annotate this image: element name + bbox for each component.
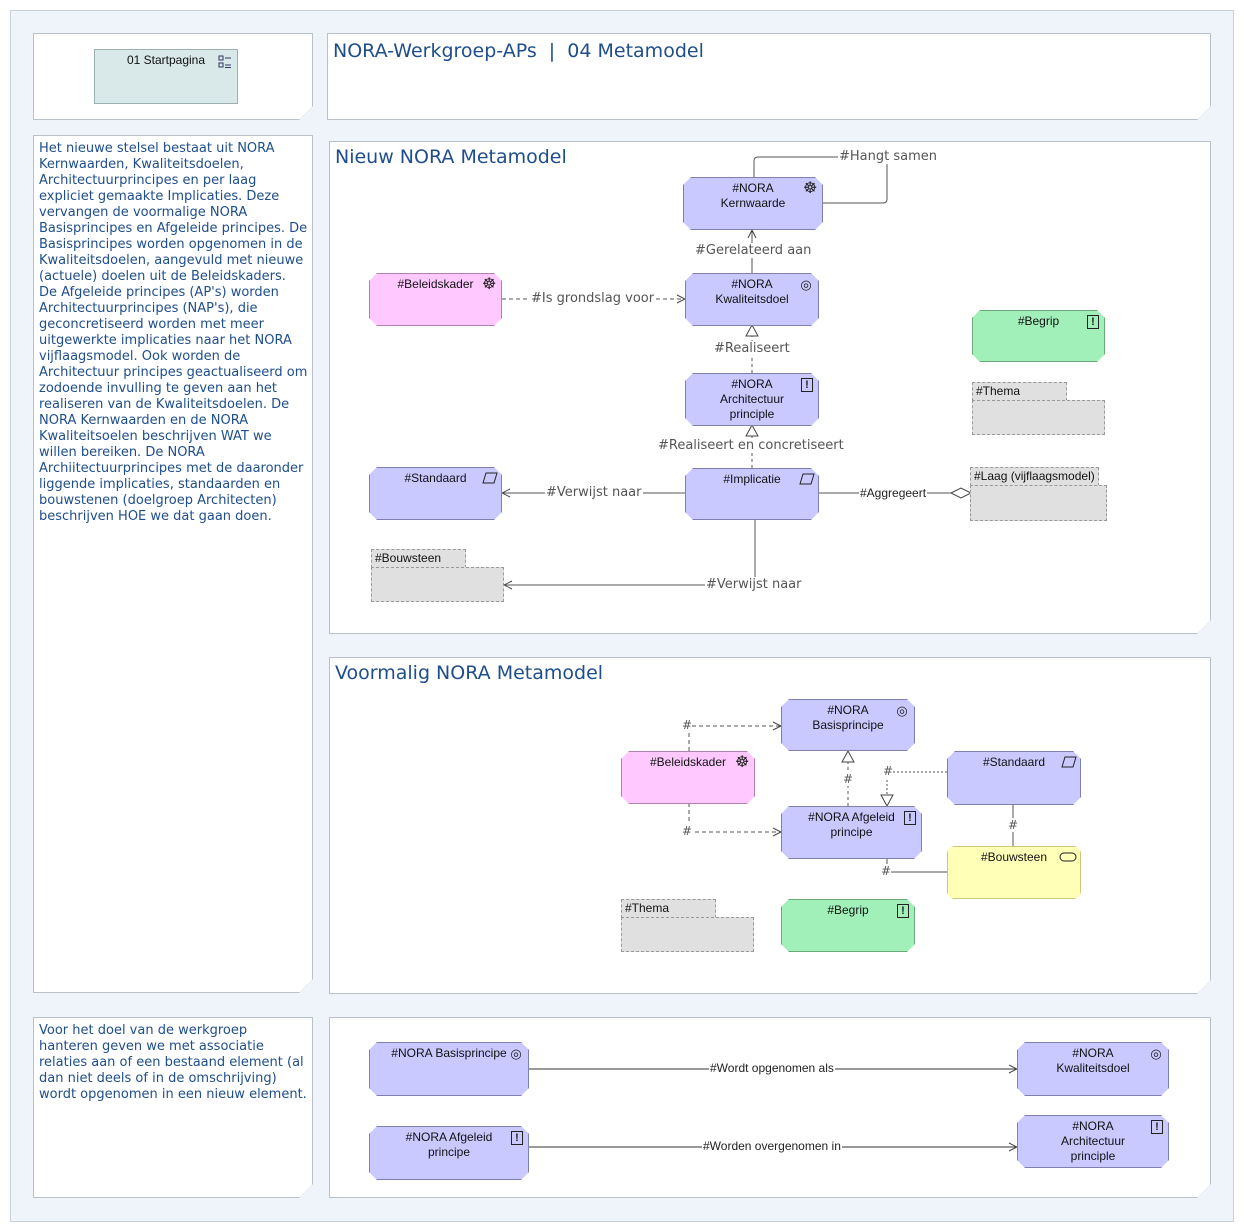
group-laag-tab[interactable]: #Laag (vijflaagsmodel): [970, 467, 1099, 486]
new-model-title: Nieuw NORA Metamodel: [335, 146, 567, 168]
wheel-icon: ☸: [803, 180, 818, 197]
intro-note-panel: Het nieuwe stelsel bestaat uit NORA Kern…: [33, 135, 313, 993]
exclamation-icon: !: [1087, 315, 1099, 329]
element-label: #NORA Kwaliteitsdoel: [715, 277, 789, 306]
label-hangt-samen: #Hangt samen: [838, 149, 938, 164]
old-element-begrip[interactable]: #Begrip !: [781, 899, 915, 952]
label-concretiseert: #Realiseert en concretiseert: [657, 438, 845, 453]
group-label: #Thema: [625, 901, 670, 915]
element-label: #Bouwsteen: [980, 850, 1048, 864]
old-model-title: Voormalig NORA Metamodel: [335, 662, 604, 684]
element-label: #NORA Architectuur principle: [719, 377, 785, 421]
label-grondslag: #Is grondslag voor: [530, 291, 656, 306]
exclamation-icon: !: [904, 811, 916, 825]
group-bouwsteen-tab[interactable]: #Bouwsteen: [371, 549, 466, 568]
old-rel-afgeleid-bouwsteen: [886, 858, 947, 873]
label-realiseert: #Realiseert: [713, 341, 791, 356]
element-label: #Begrip: [827, 903, 869, 917]
page-title: NORA-Werkgroep-APs | 04 Metamodel: [333, 40, 704, 62]
target-icon: ◎: [1150, 1046, 1162, 1061]
label-aggregeert: #Aggregeert: [859, 486, 928, 500]
parallelogram-icon: [799, 473, 813, 487]
element-label: #NORA Kwaliteitsdoel: [1056, 1046, 1130, 1075]
group-laag[interactable]: [970, 485, 1107, 521]
old-hash-6: #: [881, 864, 892, 878]
old-hash-4: #: [883, 764, 894, 778]
element-beleidskader[interactable]: #Beleidskader ☸: [369, 273, 502, 326]
diagram-canvas: 01 Startpagina NORA-Werkgroep-APs | 04 M…: [10, 10, 1234, 1222]
element-label: #Begrip: [1017, 314, 1060, 328]
old-rel-beleid-afgeleid: [688, 803, 781, 832]
label-verwijst-standaard: #Verwijst naar: [545, 485, 643, 500]
element-label: #Beleidskader: [397, 277, 474, 291]
exclamation-icon: !: [897, 904, 909, 918]
label-gerelateerd: #Gerelateerd aan: [694, 243, 813, 258]
label-verwijst-bouwsteen: #Verwijst naar: [705, 577, 803, 592]
old-rel-beleid-basis: [688, 726, 781, 751]
startpagina-label: 01 Startpagina: [126, 53, 206, 67]
exclamation-icon: !: [801, 378, 813, 392]
old-hash-1: #: [682, 718, 693, 732]
pill-icon: [1059, 851, 1077, 865]
old-element-standaard[interactable]: #Standaard: [947, 751, 1081, 805]
element-label: #NORA Kernwaarde: [720, 181, 786, 210]
old-group-thema[interactable]: [621, 917, 754, 952]
old-hash-2: #: [682, 824, 693, 838]
exclamation-icon: !: [1151, 1120, 1163, 1134]
target-icon: ◎: [510, 1046, 522, 1061]
old-rel-standaard-afgeleid: [886, 771, 947, 795]
parallelogram-icon: [482, 472, 496, 486]
target-icon: ◎: [800, 277, 812, 292]
old-hash-5: #: [1008, 818, 1019, 832]
old-element-bouwsteen[interactable]: #Bouwsteen: [947, 846, 1081, 899]
list-icon: [218, 55, 232, 69]
element-nora-kwaliteitsdoel[interactable]: #NORA Kwaliteitsdoel ◎: [685, 273, 819, 326]
relations-layer: [11, 156, 1235, 1223]
wheel-icon: ☸: [482, 276, 497, 293]
element-label: #NORA Basisprincipe: [812, 703, 884, 732]
element-label: #Implicatie: [723, 472, 781, 486]
element-label: #NORA Afgeleid principe: [808, 810, 895, 839]
map-element-nora-basisprincipe[interactable]: #NORA Basisprincipe ◎: [369, 1042, 529, 1096]
old-element-beleidskader[interactable]: #Beleidskader ☸: [621, 751, 755, 804]
old-element-nora-basisprincipe[interactable]: #NORA Basisprincipe ◎: [781, 699, 915, 751]
element-label: #NORA Basisprincipe: [391, 1046, 507, 1060]
group-thema[interactable]: [972, 400, 1105, 435]
old-element-nora-afgeleid-principe[interactable]: #NORA Afgeleid principe !: [781, 806, 922, 859]
element-label: #NORA Architectuur principle: [1060, 1119, 1126, 1163]
element-nora-kernwaarde[interactable]: #NORA Kernwaarde ☸: [683, 177, 823, 230]
wheel-icon: ☸: [735, 754, 750, 771]
group-label: #Bouwsteen: [375, 551, 442, 565]
element-label: #Standaard: [404, 471, 467, 485]
exclamation-icon: !: [511, 1131, 523, 1145]
intro-note-text: Het nieuwe stelsel bestaat uit NORA Kern…: [39, 141, 308, 524]
element-implicatie[interactable]: #Implicatie: [685, 468, 819, 520]
bottom-note-panel: Voor het doel van de werkgroep hanteren …: [33, 1017, 313, 1198]
rel-verwijst-bouwsteen: [504, 519, 756, 585]
header-panel: NORA-Werkgroep-APs | 04 Metamodel: [327, 33, 1211, 120]
old-group-thema-tab[interactable]: #Thema: [621, 899, 716, 918]
element-label: #NORA Afgeleid principe: [405, 1130, 493, 1159]
group-bouwsteen[interactable]: [371, 567, 504, 602]
group-label: #Laag (vijflaagsmodel): [974, 469, 1095, 483]
old-model-panel: Voormalig NORA Metamodel: [329, 657, 1211, 994]
target-icon: ◎: [896, 703, 908, 718]
group-label: #Thema: [976, 384, 1021, 398]
group-thema-tab[interactable]: #Thema: [972, 382, 1067, 401]
label-opgenomen: #Wordt opgenomen als: [709, 1061, 835, 1075]
element-nora-architectuur-principle[interactable]: #NORA Architectuur principle !: [685, 373, 819, 426]
bottom-note-text: Voor het doel van de werkgroep hanteren …: [39, 1023, 307, 1102]
parallelogram-icon: [1061, 756, 1075, 770]
map-element-nora-afgeleid-principe[interactable]: #NORA Afgeleid principe !: [369, 1126, 529, 1180]
element-label: #Beleidskader: [649, 755, 727, 769]
nav-panel: 01 Startpagina: [33, 33, 313, 120]
startpagina-link[interactable]: 01 Startpagina: [94, 49, 238, 104]
element-standaard[interactable]: #Standaard: [369, 467, 502, 520]
element-label: #Standaard: [982, 755, 1046, 769]
element-begrip[interactable]: #Begrip !: [972, 310, 1105, 362]
map-element-nora-architectuur-principle[interactable]: #NORA Architectuur principle !: [1017, 1115, 1169, 1168]
map-element-nora-kwaliteitsdoel[interactable]: #NORA Kwaliteitsdoel ◎: [1017, 1042, 1169, 1096]
old-hash-3: #: [843, 772, 854, 786]
label-overgenomen: #Worden overgenomen in: [702, 1139, 842, 1153]
